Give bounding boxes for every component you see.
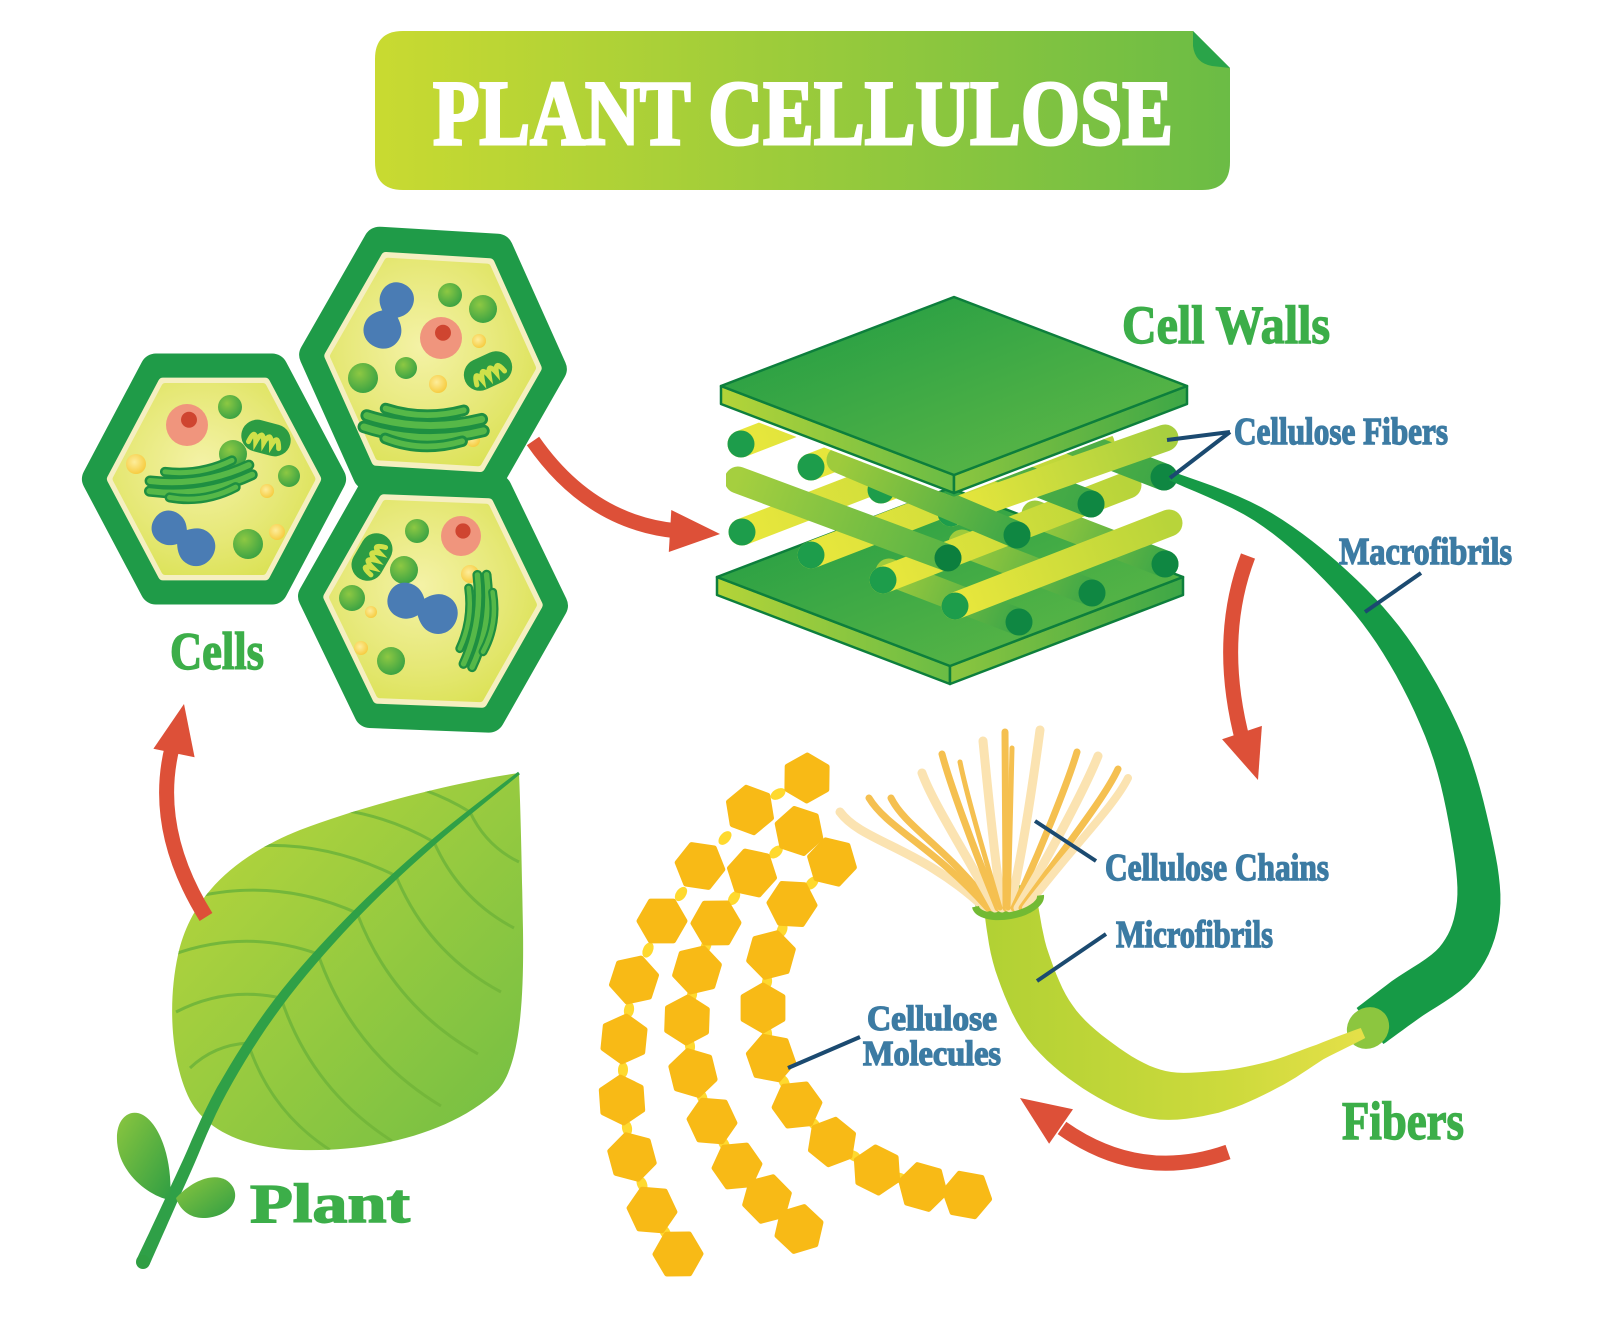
svg-text:Cellulose: Cellulose: [867, 999, 997, 1038]
svg-text:Molecules: Molecules: [863, 1034, 1001, 1073]
svg-text:Fibers: Fibers: [1342, 1091, 1464, 1151]
svg-text:Cells: Cells: [170, 623, 264, 681]
svg-text:Cellulose Fibers: Cellulose Fibers: [1234, 411, 1448, 453]
svg-text:Cell Walls: Cell Walls: [1122, 295, 1330, 355]
svg-text:PLANT CELLULOSE: PLANT CELLULOSE: [433, 62, 1173, 164]
svg-text:Cellulose Chains: Cellulose Chains: [1105, 847, 1329, 889]
svg-text:Plant: Plant: [250, 1173, 411, 1234]
svg-text:Macrofibrils: Macrofibrils: [1339, 531, 1512, 573]
svg-text:Microfibrils: Microfibrils: [1116, 914, 1273, 956]
